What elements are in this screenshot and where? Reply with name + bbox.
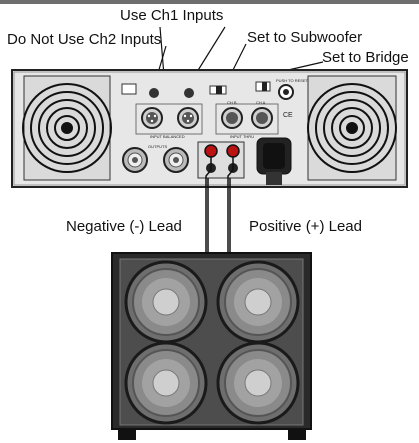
amplifier-rear-panel — [11, 69, 408, 188]
left-fan-grille — [22, 75, 112, 181]
positive-lead-wire — [227, 156, 234, 255]
callout-do-not-use-ch2-inputs: Do Not Use Ch2 Inputs — [7, 31, 162, 48]
input-balanced-box — [135, 103, 203, 135]
label-ch-a: CH A — [256, 100, 266, 105]
top-edge-bar — [0, 0, 419, 4]
speakon-output-b — [122, 147, 148, 173]
control-row — [121, 81, 294, 100]
label-input-thru: INPUT THRU — [230, 134, 254, 139]
cabinet-foot — [118, 428, 136, 440]
label-ch-b: CH B — [227, 100, 237, 105]
right-fan-grille — [307, 75, 397, 181]
xlr-thru-ch1 — [251, 107, 273, 129]
ch2-level-knob — [149, 88, 159, 98]
callout-use-ch1-inputs: Use Ch1 Inputs — [120, 7, 224, 24]
label-input-balanced: INPUT BALANCED — [150, 134, 185, 139]
woofer-bottom-right — [216, 341, 300, 425]
input-thru-box — [215, 103, 279, 135]
xlr-thru-ch2 — [221, 107, 243, 129]
mode-switch — [121, 83, 137, 95]
binding-posts — [197, 141, 245, 179]
positive-binding-post — [226, 144, 240, 158]
callout-set-to-subwoofer: Set to Subwoofer — [247, 29, 363, 46]
cabinet-foot — [288, 428, 306, 440]
label-outputs: OUTPUTS — [148, 144, 167, 149]
woofer-bottom-left — [124, 341, 208, 425]
xlr-input-ch1 — [177, 107, 199, 129]
xlr-input-ch2 — [141, 107, 163, 129]
label-ce: CE — [283, 112, 293, 119]
power-inlet — [256, 137, 292, 185]
negative-lead-label: Negative (-) Lead — [66, 218, 182, 235]
negative-binding-post — [204, 144, 218, 158]
positive-lead-label: Positive (+) Lead — [249, 218, 362, 235]
woofer-top-left — [124, 260, 208, 344]
label-push-to-reset: PUSH TO RESET — [276, 78, 309, 83]
speakon-output-a — [163, 147, 189, 173]
negative-lead-wire — [205, 156, 212, 255]
callout-set-to-bridge: Set to Bridge — [322, 49, 409, 66]
ch1-level-knob — [184, 88, 194, 98]
speaker-leads — [205, 156, 234, 255]
woofer-top-right — [216, 260, 300, 344]
